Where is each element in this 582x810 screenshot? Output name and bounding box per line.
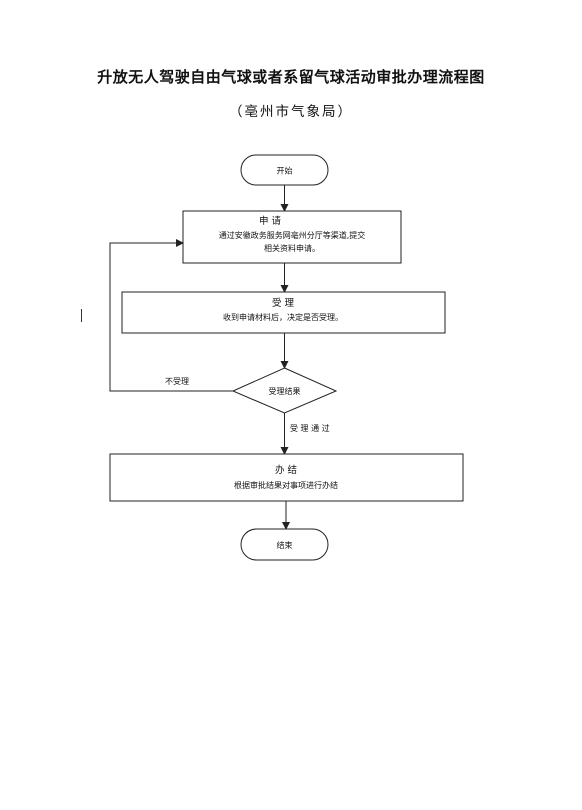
accept-heading: 受 理 xyxy=(272,297,295,309)
decision-label: 受理结果 xyxy=(269,386,301,396)
page-title: 升放无人驾驶自由气球或者系留气球活动审批办理流程图 xyxy=(97,68,485,86)
end-node-label: 结束 xyxy=(277,540,293,550)
page-subtitle: （亳州市气象局） xyxy=(229,104,353,120)
handle-box xyxy=(109,453,464,502)
end-node xyxy=(240,528,329,561)
apply-line-1: 通过安徽政务服务网亳州分厅等渠道,提交 xyxy=(219,230,366,240)
accept-line-1: 收到申请材料后，决定是否受理。 xyxy=(223,312,343,322)
accept-box xyxy=(121,291,446,334)
handle-line-1: 根据审批结果对事项进行办结 xyxy=(234,480,338,490)
start-node-label: 开始 xyxy=(277,166,293,176)
reject-label: 不受理 xyxy=(165,376,189,386)
margin-mark xyxy=(81,309,82,322)
apply-box xyxy=(182,210,402,264)
handle-heading: 办 结 xyxy=(275,464,297,476)
pass-label: 受 理 通 过 xyxy=(290,423,330,433)
arrow-reject-loop xyxy=(109,239,233,392)
apply-line-2: 相关资料申请。 xyxy=(264,243,320,253)
apply-heading: 申 请 xyxy=(259,215,282,227)
